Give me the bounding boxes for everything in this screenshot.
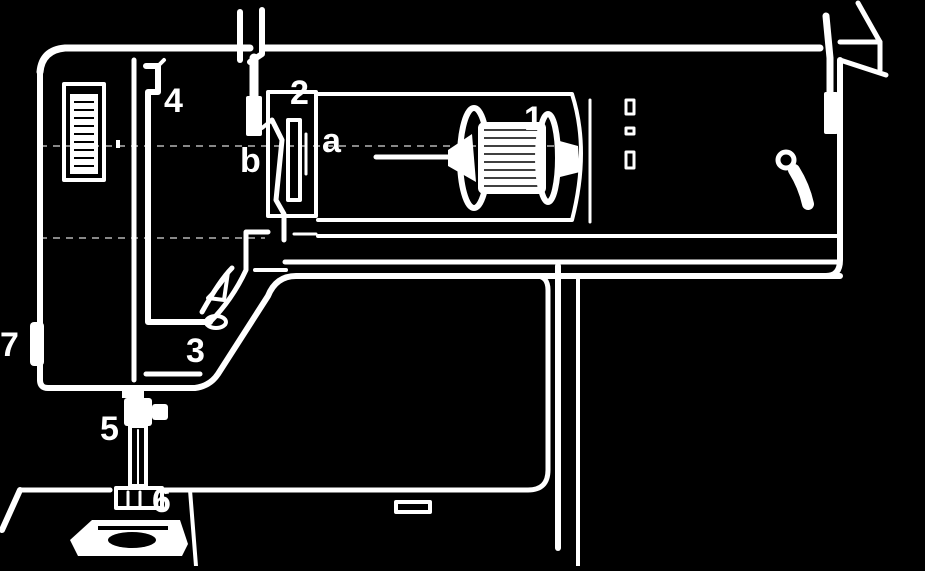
callout-2: 2 — [290, 74, 309, 112]
callout-b: b — [240, 142, 261, 180]
top-panel — [316, 92, 842, 238]
bobbin-winder-lever — [775, 149, 814, 210]
spool-of-thread — [373, 105, 580, 211]
callout-3: 3 — [186, 332, 205, 370]
callout-1: 1 — [524, 100, 543, 138]
needle-and-presser-foot — [114, 388, 168, 510]
needle-bar-arm — [131, 57, 213, 383]
callout-5: 5 — [100, 410, 119, 448]
arm-inner-curve — [143, 229, 271, 377]
needle-plate — [70, 520, 188, 556]
callout-4: 4 — [164, 82, 183, 120]
handwheel — [30, 322, 44, 366]
upper-thread-guide-left — [246, 53, 262, 136]
callout-6: 6 — [152, 482, 171, 520]
stitch-selector-dial — [62, 82, 120, 182]
callout-a: a — [322, 122, 342, 160]
callout-7: 7 — [0, 326, 19, 364]
thread-tension-area — [260, 90, 318, 243]
indicator-slots — [624, 98, 636, 170]
machine-head-outline — [37, 57, 843, 391]
machine-top-edge — [36, 0, 889, 78]
base-plate — [0, 263, 580, 568]
upper-thread-guide-right — [822, 12, 838, 134]
